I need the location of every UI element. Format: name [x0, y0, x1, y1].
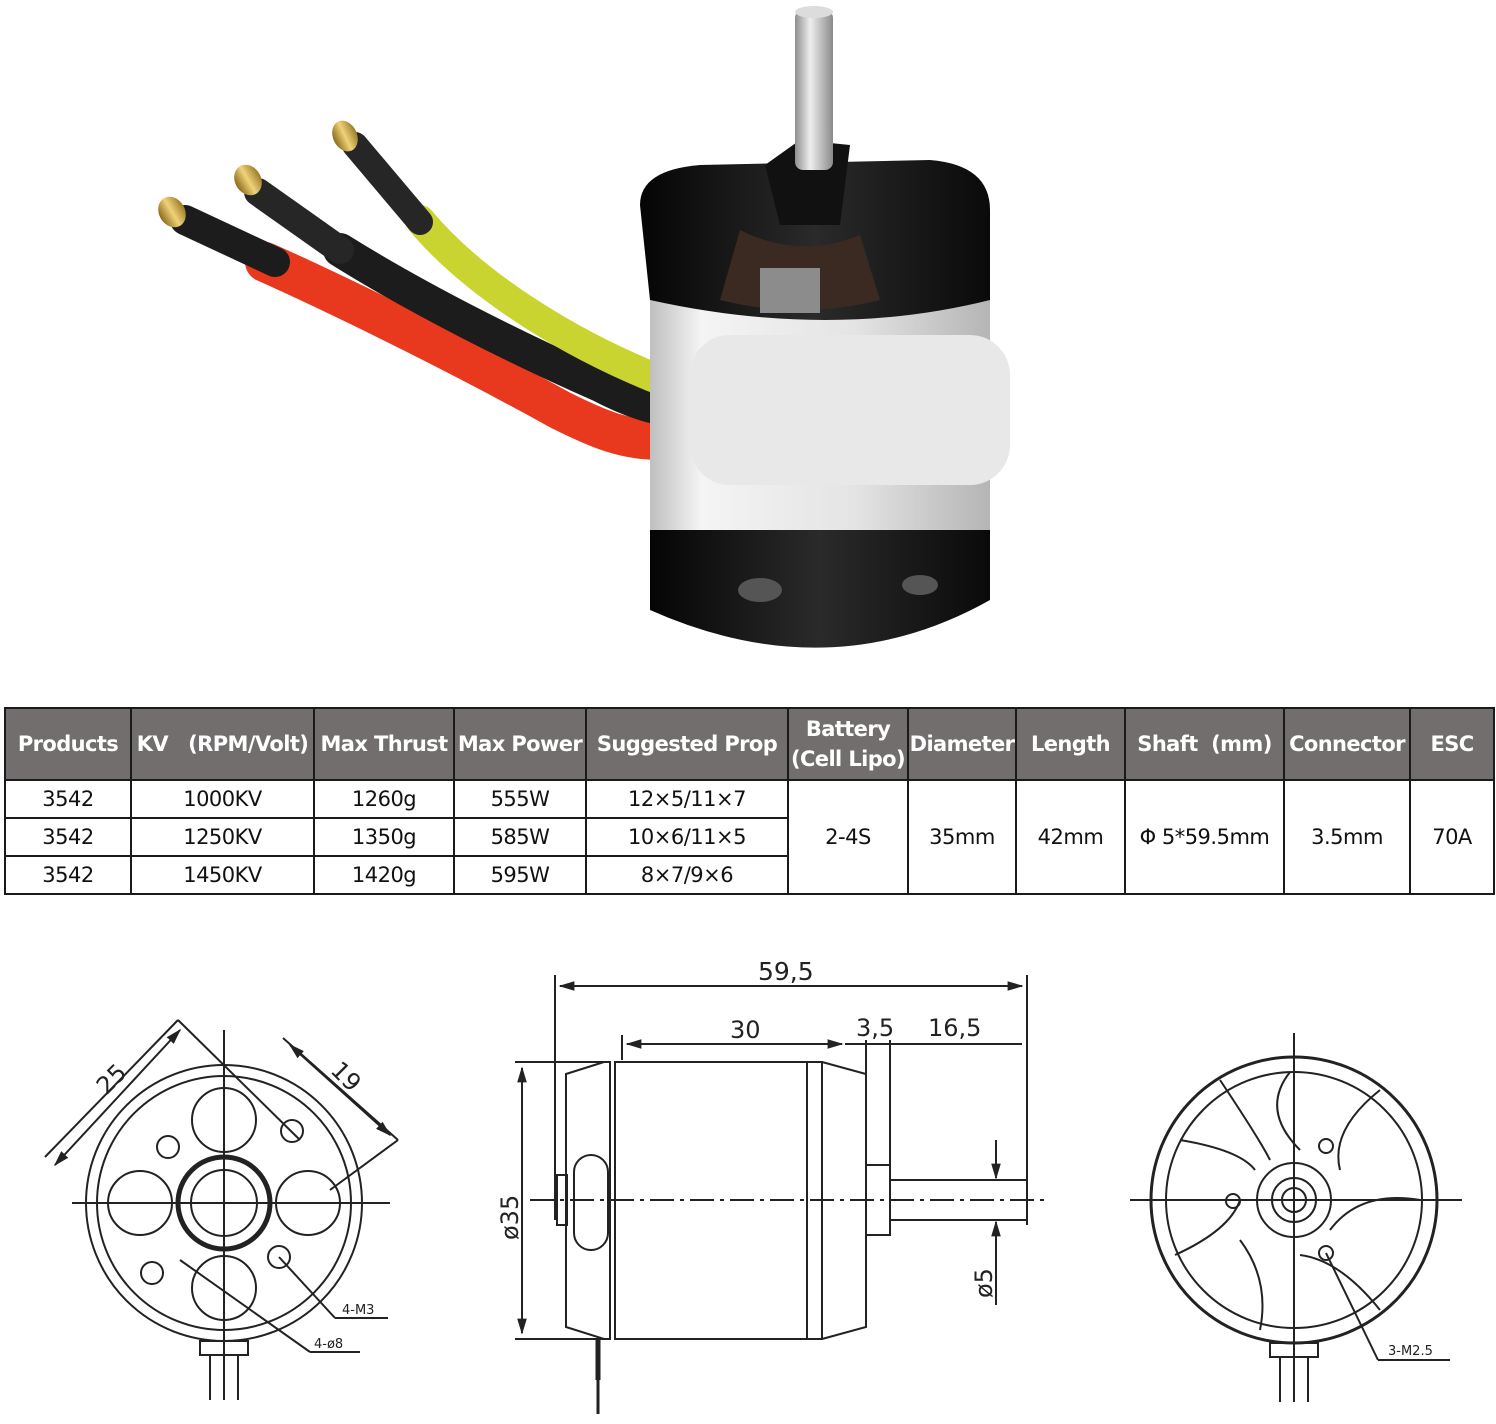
wire-red — [158, 196, 680, 460]
cell-kv: 1250KV — [130, 817, 315, 857]
table-header-row: Products KV (RPM/Volt) Max Thrust Max Po… — [4, 707, 1495, 781]
cell-max-power: 585W — [453, 817, 587, 857]
cell-connector: 3.5mm — [1283, 779, 1411, 895]
table-row: 3542 1450KV 1420g 595W 8×7/9×6 — [4, 855, 1494, 895]
cell-prop: 8×7/9×6 — [585, 855, 789, 895]
cell-product: 3542 — [4, 817, 132, 857]
front-view-drawing — [44, 1019, 399, 1400]
side-view-drawing — [515, 975, 1045, 1414]
technical-drawings: 25 19 4-M3 4-ø8 59,5 30 3,5 16,5 ø35 ø5 — [44, 957, 1462, 1414]
col-header-battery-line2: (Cell Lipo) — [791, 747, 906, 771]
cell-prop: 12×5/11×7 — [585, 779, 789, 819]
cell-prop: 10×6/11×5 — [585, 817, 789, 857]
wire-black — [234, 164, 677, 425]
cell-max-power: 555W — [453, 779, 587, 819]
front-callout-m3: 4-M3 — [342, 1303, 374, 1318]
col-header-max-thrust: Max Thrust — [313, 707, 455, 781]
cell-product: 3542 — [4, 855, 132, 895]
side-dim-body: 30 — [730, 1016, 761, 1044]
cell-max-power: 595W — [453, 855, 587, 895]
front-dim-19: 19 — [325, 1056, 366, 1097]
cell-esc: 70A — [1409, 779, 1495, 895]
front-callout-holes: 4-ø8 — [314, 1337, 343, 1352]
col-header-esc: ESC — [1409, 707, 1495, 781]
cell-max-thrust: 1420g — [313, 855, 455, 895]
cell-battery: 2-4S — [787, 779, 909, 895]
product-photo — [158, 6, 1010, 648]
cell-kv: 1000KV — [130, 779, 315, 819]
cell-diameter: 35mm — [907, 779, 1017, 895]
side-dim-shaft-dia: ø5 — [970, 1268, 998, 1298]
cell-length: 42mm — [1015, 779, 1126, 895]
side-dim-overall: 59,5 — [758, 957, 814, 986]
motor-body — [640, 6, 1010, 648]
table-row: 3542 1250KV 1350g 585W 10×6/11×5 — [4, 817, 1494, 857]
col-header-kv: KV (RPM/Volt) — [130, 707, 315, 781]
col-header-battery: Battery (Cell Lipo) — [787, 707, 909, 781]
rear-view-drawing — [1130, 1033, 1462, 1402]
col-header-diameter: Diameter — [907, 707, 1017, 781]
spec-table: Products KV (RPM/Volt) Max Thrust Max Po… — [4, 707, 1495, 895]
cell-max-thrust: 1260g — [313, 779, 455, 819]
front-dim-25: 25 — [91, 1058, 132, 1099]
cell-shaft: Φ 5*59.5mm — [1124, 779, 1285, 895]
cell-max-thrust: 1350g — [313, 817, 455, 857]
col-header-suggested-prop: Suggested Prop — [585, 707, 789, 781]
cell-kv: 1450KV — [130, 855, 315, 895]
side-dim-shaft-ext: 16,5 — [928, 1014, 981, 1042]
table-row: 3542 1000KV 1260g 555W 12×5/11×7 2-4S 35… — [4, 779, 1495, 895]
side-dim-diameter: ø35 — [496, 1195, 524, 1240]
col-header-length: Length — [1015, 707, 1126, 781]
col-header-shaft: Shaft (mm) — [1124, 707, 1285, 781]
col-header-battery-line1: Battery — [805, 717, 891, 741]
side-dim-collar: 3,5 — [856, 1014, 894, 1042]
col-header-connector: Connector — [1283, 707, 1411, 781]
cell-product: 3542 — [4, 779, 132, 819]
rear-callout-m2-5: 3-M2.5 — [1388, 1344, 1433, 1359]
col-header-max-power: Max Power — [453, 707, 587, 781]
wire-yellow — [332, 120, 675, 395]
col-header-products: Products — [4, 707, 132, 781]
